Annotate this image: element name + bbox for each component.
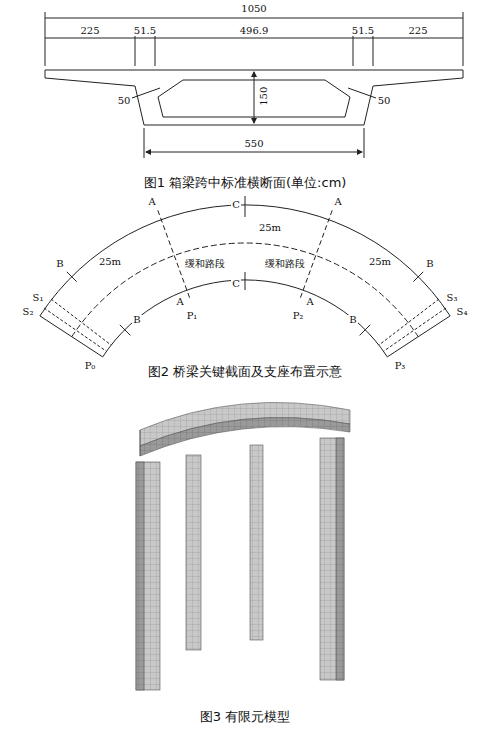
dimension-label: 缓和路段 <box>264 259 306 270</box>
dimension-label: 150 <box>260 85 271 106</box>
dimension-label: A <box>305 297 314 308</box>
dimension-label: 25m <box>368 257 392 268</box>
dimension-label: S₁ <box>32 293 45 304</box>
dimension-label: P₀ <box>84 361 97 372</box>
dimension-label: S₂ <box>22 307 35 318</box>
dimension-label: B <box>55 259 64 270</box>
dimension-label: B <box>132 315 141 326</box>
figure-caption: 图2 桥梁关键截面及支座布置示意 <box>147 365 343 379</box>
dimension-label: B <box>348 315 357 326</box>
dimension-label: A <box>147 197 156 208</box>
dimension-label: A <box>333 197 342 208</box>
dimension-label: A <box>175 297 184 308</box>
dimension-label: 50 <box>377 96 392 107</box>
dimension-label: 50 <box>117 96 132 107</box>
dimension-label: 550 <box>243 139 264 150</box>
dimension-label: 51.5 <box>133 26 157 37</box>
dimension-label: P₃ <box>394 361 407 372</box>
dimension-label: C <box>231 279 241 290</box>
figure-caption: 图1 箱梁跨中标准横断面(单位:cm) <box>143 176 348 190</box>
dimension-label: 25m <box>258 223 282 234</box>
dimension-label: P₂ <box>292 311 305 322</box>
dimension-label: 225 <box>79 26 100 37</box>
figure-caption: 图3 有限元模型 <box>199 710 291 724</box>
dimension-label: 225 <box>407 26 428 37</box>
dimension-label: 25m <box>98 257 122 268</box>
dimension-label: 496.9 <box>239 26 270 37</box>
dimension-label: S₃ <box>446 293 459 304</box>
dimension-label: S₄ <box>456 307 469 318</box>
dimension-label: 51.5 <box>351 26 375 37</box>
dimension-label: B <box>425 259 434 270</box>
dimension-label: P₁ <box>186 311 199 322</box>
dimension-label: 缓和路段 <box>184 259 226 270</box>
dimension-label: C <box>231 200 241 211</box>
dimension-label: 1050 <box>240 4 267 15</box>
